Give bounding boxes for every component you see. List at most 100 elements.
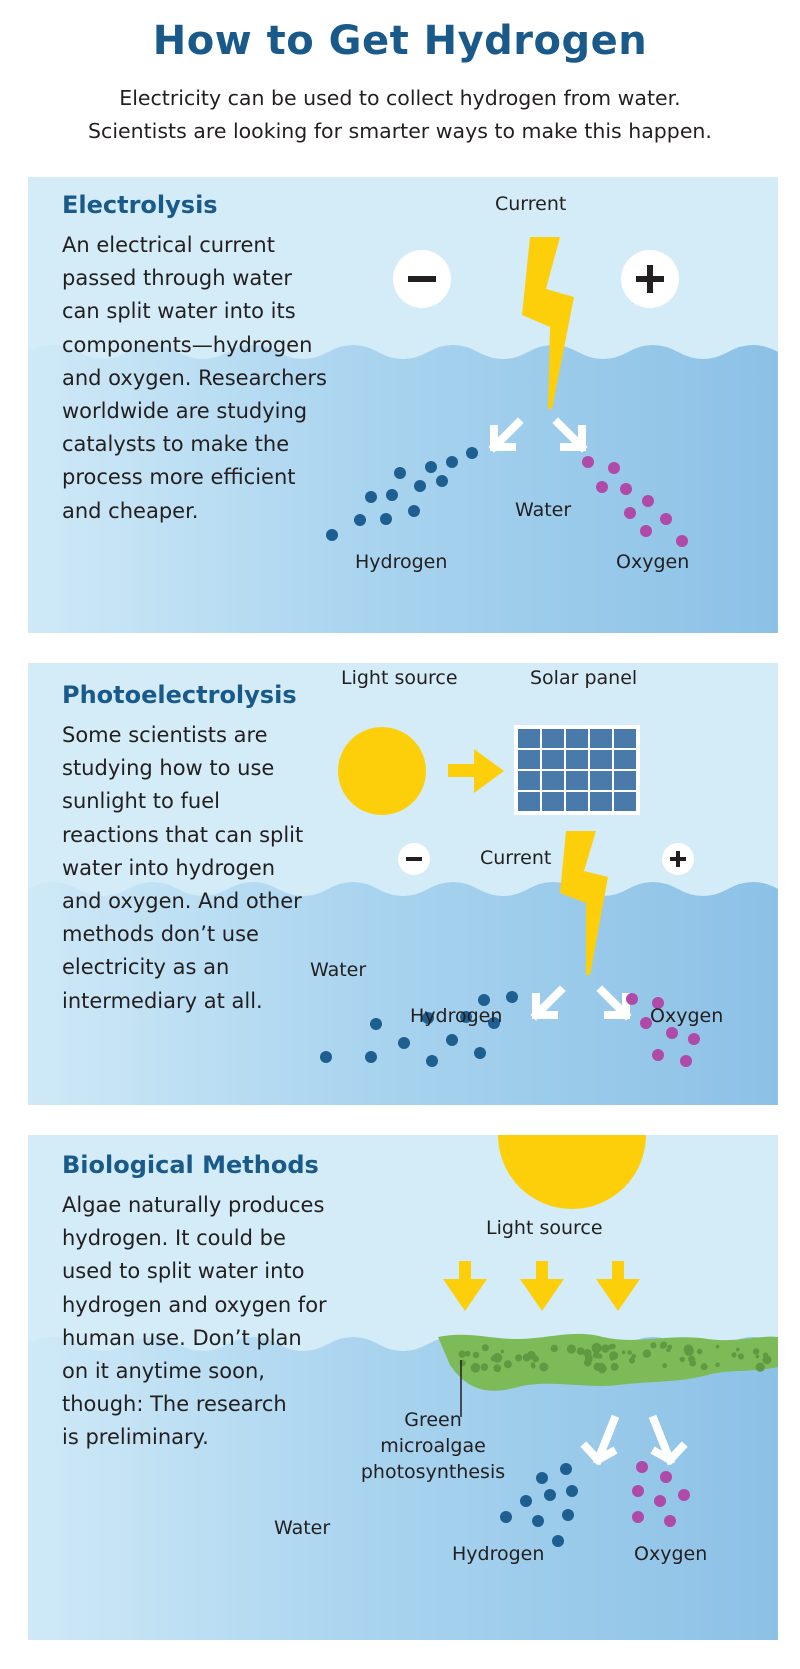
algae-cell <box>566 1344 577 1354</box>
solar-cell <box>518 750 540 769</box>
hydrogen-dot <box>422 1012 434 1024</box>
algae-cell <box>667 1344 673 1350</box>
algae-cell <box>482 1365 488 1371</box>
algae-cell <box>715 1344 720 1349</box>
algae-cell <box>608 1343 615 1350</box>
algae-cell <box>609 1351 619 1361</box>
body-line: catalysts to make the <box>62 432 290 457</box>
section-heading: Electrolysis <box>62 191 218 219</box>
hydrogen-dot <box>380 513 392 525</box>
hydrogen-molecules <box>326 447 478 541</box>
hydrogen-dot <box>425 461 437 473</box>
body-line: studying how to use <box>62 756 275 781</box>
biological-illustration <box>28 1135 778 1640</box>
algae-cell <box>689 1359 697 1367</box>
lightning-bolt-icon <box>522 237 574 409</box>
down-arrow-icon <box>443 1279 487 1311</box>
light-source-label: Light source <box>486 1217 603 1239</box>
sun-icon <box>338 727 426 815</box>
solar-cell <box>518 792 540 811</box>
hydrogen-dot <box>488 1017 500 1029</box>
oxygen-dot <box>640 525 652 537</box>
algae-cell <box>659 1343 665 1349</box>
light-arrows <box>443 1261 640 1311</box>
solar-cell <box>590 729 612 748</box>
hydrogen-dot <box>532 1515 544 1527</box>
split-arrows <box>580 1414 688 1466</box>
down-arrow-icon <box>596 1279 640 1311</box>
body-line: and oxygen. And other <box>62 889 302 914</box>
algae-cell <box>550 1344 558 1353</box>
solar-panel-icon <box>514 725 640 815</box>
hydrogen-dot <box>370 1018 382 1030</box>
body-line: electricity as an <box>62 955 230 980</box>
body-line: sunlight to fuel <box>62 789 220 814</box>
algae-cell <box>490 1355 497 1362</box>
biological-panel: Biological Methods Algae naturally produ… <box>28 1135 778 1640</box>
algae-cell <box>527 1350 536 1360</box>
algae-cell <box>483 1346 489 1352</box>
body-line: process more efficient <box>62 465 296 490</box>
hydrogen-dot <box>436 475 448 487</box>
oxygen-dot <box>666 1027 678 1039</box>
body-line: used to split water into <box>62 1259 305 1284</box>
oxygen-dot <box>664 1515 676 1527</box>
lightning-bolt-icon <box>560 831 608 975</box>
section-body: An electrical current passed through wat… <box>62 229 327 528</box>
solar-cell <box>614 792 636 811</box>
body-line: human use. Don’t plan <box>62 1325 302 1350</box>
algae-cell <box>752 1348 760 1355</box>
solar-cell <box>518 729 540 748</box>
oxygen-dot <box>596 481 608 493</box>
body-line: hydrogen and oxygen for <box>62 1292 327 1317</box>
body-line: methods don’t use <box>62 922 259 947</box>
algae-cell <box>627 1350 632 1355</box>
water-surface <box>28 1337 778 1640</box>
page-title: How to Get Hydrogen <box>152 18 648 64</box>
section-heading: Biological Methods <box>62 1151 319 1179</box>
algae-cell <box>735 1347 740 1352</box>
solar-cell <box>590 771 612 790</box>
oxygen-dot <box>640 1017 652 1029</box>
algae-cell <box>755 1362 765 1372</box>
split-arrows <box>488 417 588 453</box>
hydrogen-dot <box>446 1034 458 1046</box>
body-line: can split water into its <box>62 299 296 324</box>
oxygen-molecules <box>582 456 688 547</box>
algae-cell <box>576 1347 585 1355</box>
hydrogen-molecules <box>500 1463 578 1547</box>
hydrogen-dot <box>326 529 338 541</box>
body-line: on it anytime soon, <box>62 1359 265 1384</box>
algae-cell <box>601 1344 610 1353</box>
algae-cell <box>696 1348 703 1355</box>
body-line: and oxygen. Researchers <box>62 365 327 390</box>
oxygen-dot <box>676 535 688 547</box>
hydrogen-dot <box>460 1011 472 1023</box>
hydrogen-dot <box>365 1051 377 1063</box>
body-line: components—hydrogen <box>62 332 313 357</box>
algae-label: Green microalgae photosynthesis <box>358 1407 508 1485</box>
solar-cell <box>614 750 636 769</box>
current-label: Current <box>480 847 552 869</box>
electrolysis-panel: Electrolysis An electrical current passe… <box>28 177 778 633</box>
body-line: An electrical current <box>62 233 275 257</box>
solar-cell <box>590 750 612 769</box>
hydrogen-label: Hydrogen <box>410 1005 503 1027</box>
hydrogen-dot <box>446 456 458 468</box>
solar-cell <box>590 792 612 811</box>
hydrogen-dot <box>386 489 398 501</box>
hydrogen-dot <box>408 505 420 517</box>
algae-cell <box>472 1351 480 1359</box>
split-arrows <box>530 985 632 1021</box>
oxygen-label: Oxygen <box>650 1005 724 1027</box>
hydrogen-label: Hydrogen <box>452 1543 545 1565</box>
body-line: Algae naturally produces <box>62 1193 325 1217</box>
algae-cell <box>470 1362 481 1373</box>
water-surface <box>28 345 778 633</box>
subtitle-line: Scientists are looking for smarter ways … <box>88 119 712 143</box>
hydrogen-dot <box>414 480 426 492</box>
oxygen-dot <box>636 1461 648 1473</box>
oxygen-molecules <box>626 993 700 1067</box>
solar-panel-label: Solar panel <box>530 667 638 689</box>
algae-cell <box>684 1346 694 1356</box>
